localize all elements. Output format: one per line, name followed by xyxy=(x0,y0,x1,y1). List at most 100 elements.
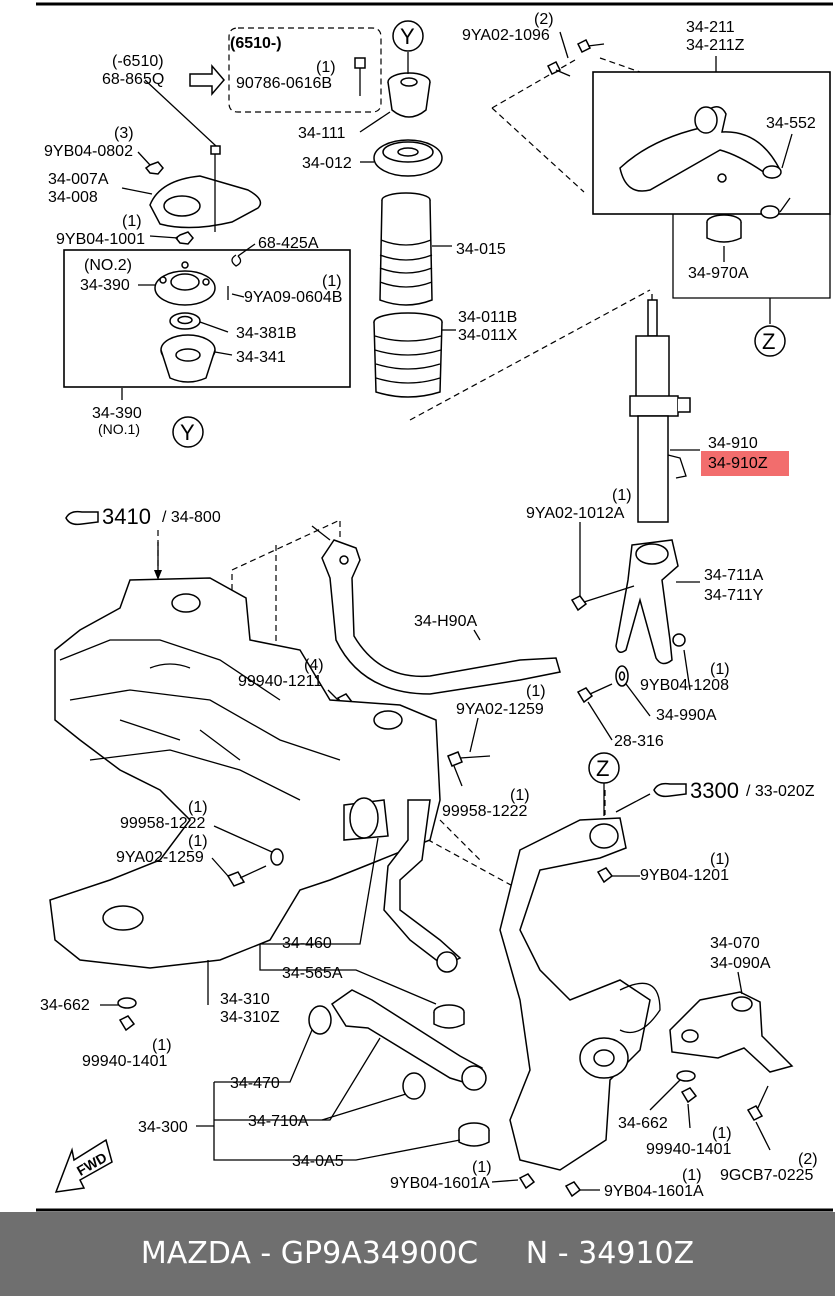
label: 9YB04-1601A xyxy=(390,1175,490,1192)
label: 34-711Y xyxy=(704,587,764,604)
callout-letter: Y xyxy=(180,420,195,445)
callout-letter: Y xyxy=(400,24,415,49)
label: 99958-1222 xyxy=(120,815,206,832)
label: 34-390 xyxy=(92,405,142,422)
lower-arm-34-710a xyxy=(308,989,487,1100)
label: 9YA02-1012A xyxy=(526,505,625,522)
boot-34-565a xyxy=(433,1004,465,1029)
mount-group-frame xyxy=(63,249,351,388)
label: (2) xyxy=(534,11,554,28)
callout-circle-y-top xyxy=(392,20,424,52)
label: (NO.2) xyxy=(84,257,132,274)
label: 9YA09-0604B xyxy=(244,289,342,306)
boot-34-0a5 xyxy=(458,1122,490,1147)
bolt-90786-0616b xyxy=(354,57,366,96)
bolts-9ya02-1096 xyxy=(546,38,605,77)
label: 9YB04-1201 xyxy=(640,867,729,884)
footer-part-numbers: MAZDA - GP9A34900C N - 34910Z xyxy=(140,1236,695,1271)
nut-9yb04-0802 xyxy=(144,161,164,175)
label: 34-011B xyxy=(458,309,517,326)
label: (1) xyxy=(188,833,208,850)
label: 99940-1211 xyxy=(238,673,322,690)
label: 34-710A xyxy=(248,1113,309,1130)
upper-mount-34-390 xyxy=(154,261,229,306)
label: (4) xyxy=(304,657,324,674)
fork-34-711a xyxy=(615,539,686,665)
callout-letter: Z xyxy=(762,329,775,354)
label: (1) xyxy=(526,683,546,700)
label: 34-310 xyxy=(220,991,270,1008)
label: 9YB04-0802 xyxy=(44,143,133,160)
label: (3) xyxy=(114,125,134,142)
washer-34-990a xyxy=(615,665,629,687)
label: / 33-020Z xyxy=(746,783,815,800)
mount-plate-34-007a xyxy=(149,145,262,232)
fwd-arrow-icon xyxy=(54,1138,113,1193)
label: 34-990A xyxy=(656,707,717,724)
leader-lines xyxy=(100,31,793,1191)
label: (1) xyxy=(472,1159,492,1176)
label: 34-111 xyxy=(298,125,346,142)
label: 34-211Z xyxy=(686,37,745,54)
label: 34-211 xyxy=(686,19,735,36)
label: 34-662 xyxy=(618,1115,668,1132)
label: 9YB04-1001 xyxy=(56,231,145,248)
label: 3300 xyxy=(690,778,739,803)
label: 34-007A xyxy=(48,171,109,188)
label: (1) xyxy=(122,213,142,230)
bolt-9ya02-1259-upper xyxy=(447,751,491,767)
bracket-34-070 xyxy=(669,991,794,1073)
label: / 34-800 xyxy=(162,509,221,526)
label: 34-460 xyxy=(282,935,332,952)
footer-bar: MAZDA - GP9A34900C N - 34910Z xyxy=(0,1212,835,1296)
lower-arm-34-460 xyxy=(343,797,462,973)
upper-arm-group-frame xyxy=(592,71,831,215)
bolt-9ya02-1259-lower xyxy=(226,848,284,887)
label: 34-070 xyxy=(710,935,760,952)
nut-9yb04-1001 xyxy=(174,231,194,245)
shock-absorber-34-910 xyxy=(629,294,691,523)
bushing-34-970a xyxy=(706,205,780,243)
label: 28-316 xyxy=(614,733,664,750)
label: (1) xyxy=(710,661,730,678)
bump-stop-34-111 xyxy=(387,72,431,118)
clip-68-425a xyxy=(231,254,242,267)
callout-letter: Z xyxy=(596,756,609,781)
label: 34-662 xyxy=(40,997,90,1014)
label: 9YA02-1096 xyxy=(462,27,550,44)
label: 90786-0616B xyxy=(236,75,332,92)
hand-pointer-icon xyxy=(65,510,99,526)
label: 34-015 xyxy=(456,241,506,258)
washer-34-662-left xyxy=(117,997,137,1009)
label: (-6510) xyxy=(112,53,164,70)
label: (1) xyxy=(316,59,336,76)
ball-joint-boot-34-552 xyxy=(762,165,782,179)
label: (1) xyxy=(712,1125,732,1142)
label: 99940-1401 xyxy=(646,1141,732,1158)
label: (1) xyxy=(612,487,632,504)
bolt-9ya02-1012a xyxy=(570,585,635,612)
label: 34-970A xyxy=(688,265,749,282)
upper-arm-34-211 xyxy=(619,106,781,192)
label: 34-711A xyxy=(704,567,764,584)
bolt-9gcb7-0225 xyxy=(746,1085,769,1121)
label: 34-008 xyxy=(48,189,98,206)
label: 34-011X xyxy=(458,327,518,344)
label: 34-390 xyxy=(80,277,130,294)
label: 34-910 xyxy=(708,435,758,452)
label: 34-090A xyxy=(710,955,771,972)
label: (1) xyxy=(710,851,730,868)
dust-boot-34-015 xyxy=(379,192,433,306)
label: 34-552 xyxy=(766,115,816,132)
label: (1) xyxy=(188,799,208,816)
label: 34-381B xyxy=(236,325,297,342)
label: (6510-) xyxy=(230,35,282,52)
callout-circle-y-bottom xyxy=(172,416,204,448)
label: 34-341 xyxy=(236,349,286,366)
label: 9YB04-1601A xyxy=(604,1183,704,1200)
label: 9GCB7-0225 xyxy=(720,1167,813,1184)
callout-circle-z-bottom xyxy=(588,752,620,784)
hand-pointer-icon-2 xyxy=(653,782,687,798)
label: 34-470 xyxy=(230,1075,280,1092)
callout-circle-z-top xyxy=(754,325,786,357)
